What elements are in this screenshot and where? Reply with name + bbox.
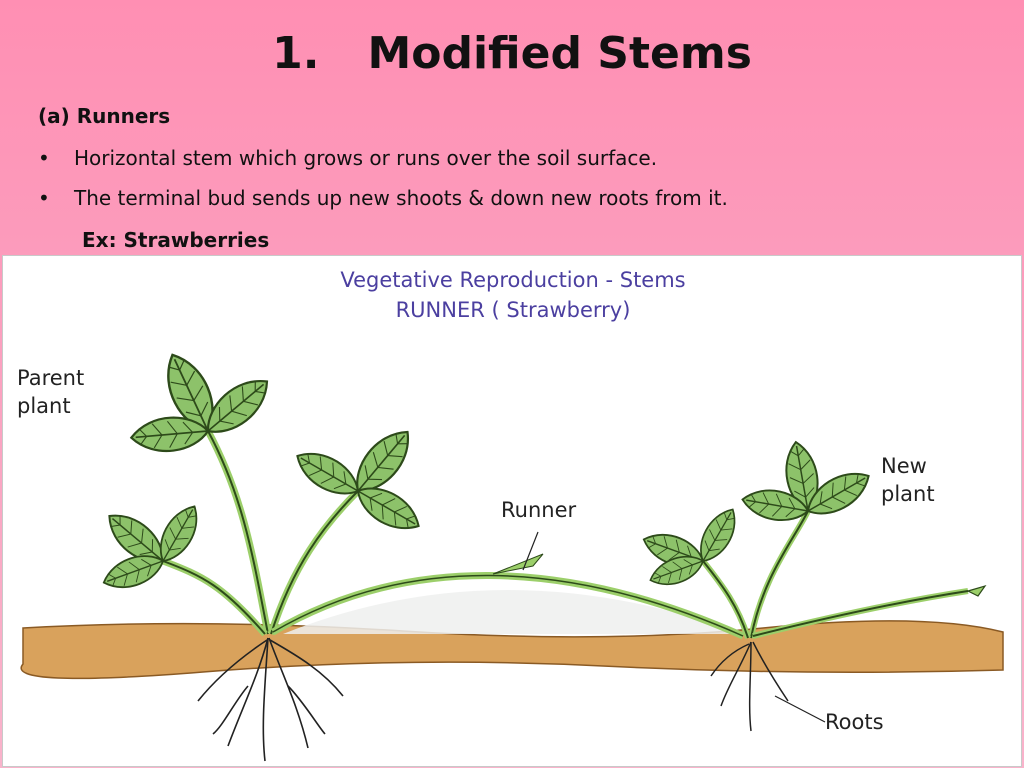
runner-leader-line	[522, 531, 539, 571]
runner-label: Runner	[501, 498, 577, 522]
bullet-text: The terminal bud sends up new shoots & d…	[74, 186, 728, 210]
bullet-dot: •	[38, 186, 50, 210]
runner-mound	[283, 590, 743, 634]
slide-title: 1. Modified Stems	[0, 28, 1024, 79]
section-heading: (a) Runners	[38, 104, 171, 128]
roots-leader-line	[774, 695, 826, 723]
parent-leaves	[98, 346, 428, 597]
terminal-bud	[966, 584, 987, 597]
bullet-1: • Horizontal stem which grows or runs ove…	[38, 146, 657, 170]
new-plant-leaves	[638, 438, 878, 593]
figure-title-line-1: Vegetative Reproduction - Stems	[340, 268, 686, 292]
bullet-dot: •	[38, 146, 50, 170]
slide-title-number: 1.	[272, 28, 320, 79]
runner-diagram: Vegetative Reproduction - Stems RUNNER (…	[2, 255, 1022, 767]
parent-label-line-1: Parent	[17, 366, 85, 390]
example-text: Ex: Strawberries	[82, 228, 270, 252]
figure-title-line-2: RUNNER ( Strawberry)	[395, 298, 631, 322]
new-plant-label: New plant	[881, 452, 935, 508]
runner-bract	[492, 553, 544, 575]
new-label-line-1: New	[881, 454, 927, 478]
new-plant	[700, 509, 969, 639]
parent-label-line-2: plant	[17, 394, 71, 418]
bullet-2: • The terminal bud sends up new shoots & …	[38, 186, 728, 210]
parent-plant	[161, 429, 361, 637]
parent-roots	[197, 637, 344, 762]
roots-label: Roots	[825, 710, 884, 734]
new-label-line-2: plant	[881, 482, 935, 506]
new-plant-roots	[710, 641, 789, 732]
bullet-text: Horizontal stem which grows or runs over…	[74, 146, 658, 170]
parent-plant-label: Parent plant	[17, 364, 84, 420]
slide-title-text: Modified Stems	[367, 28, 752, 79]
diagram-illustration	[20, 346, 1004, 762]
